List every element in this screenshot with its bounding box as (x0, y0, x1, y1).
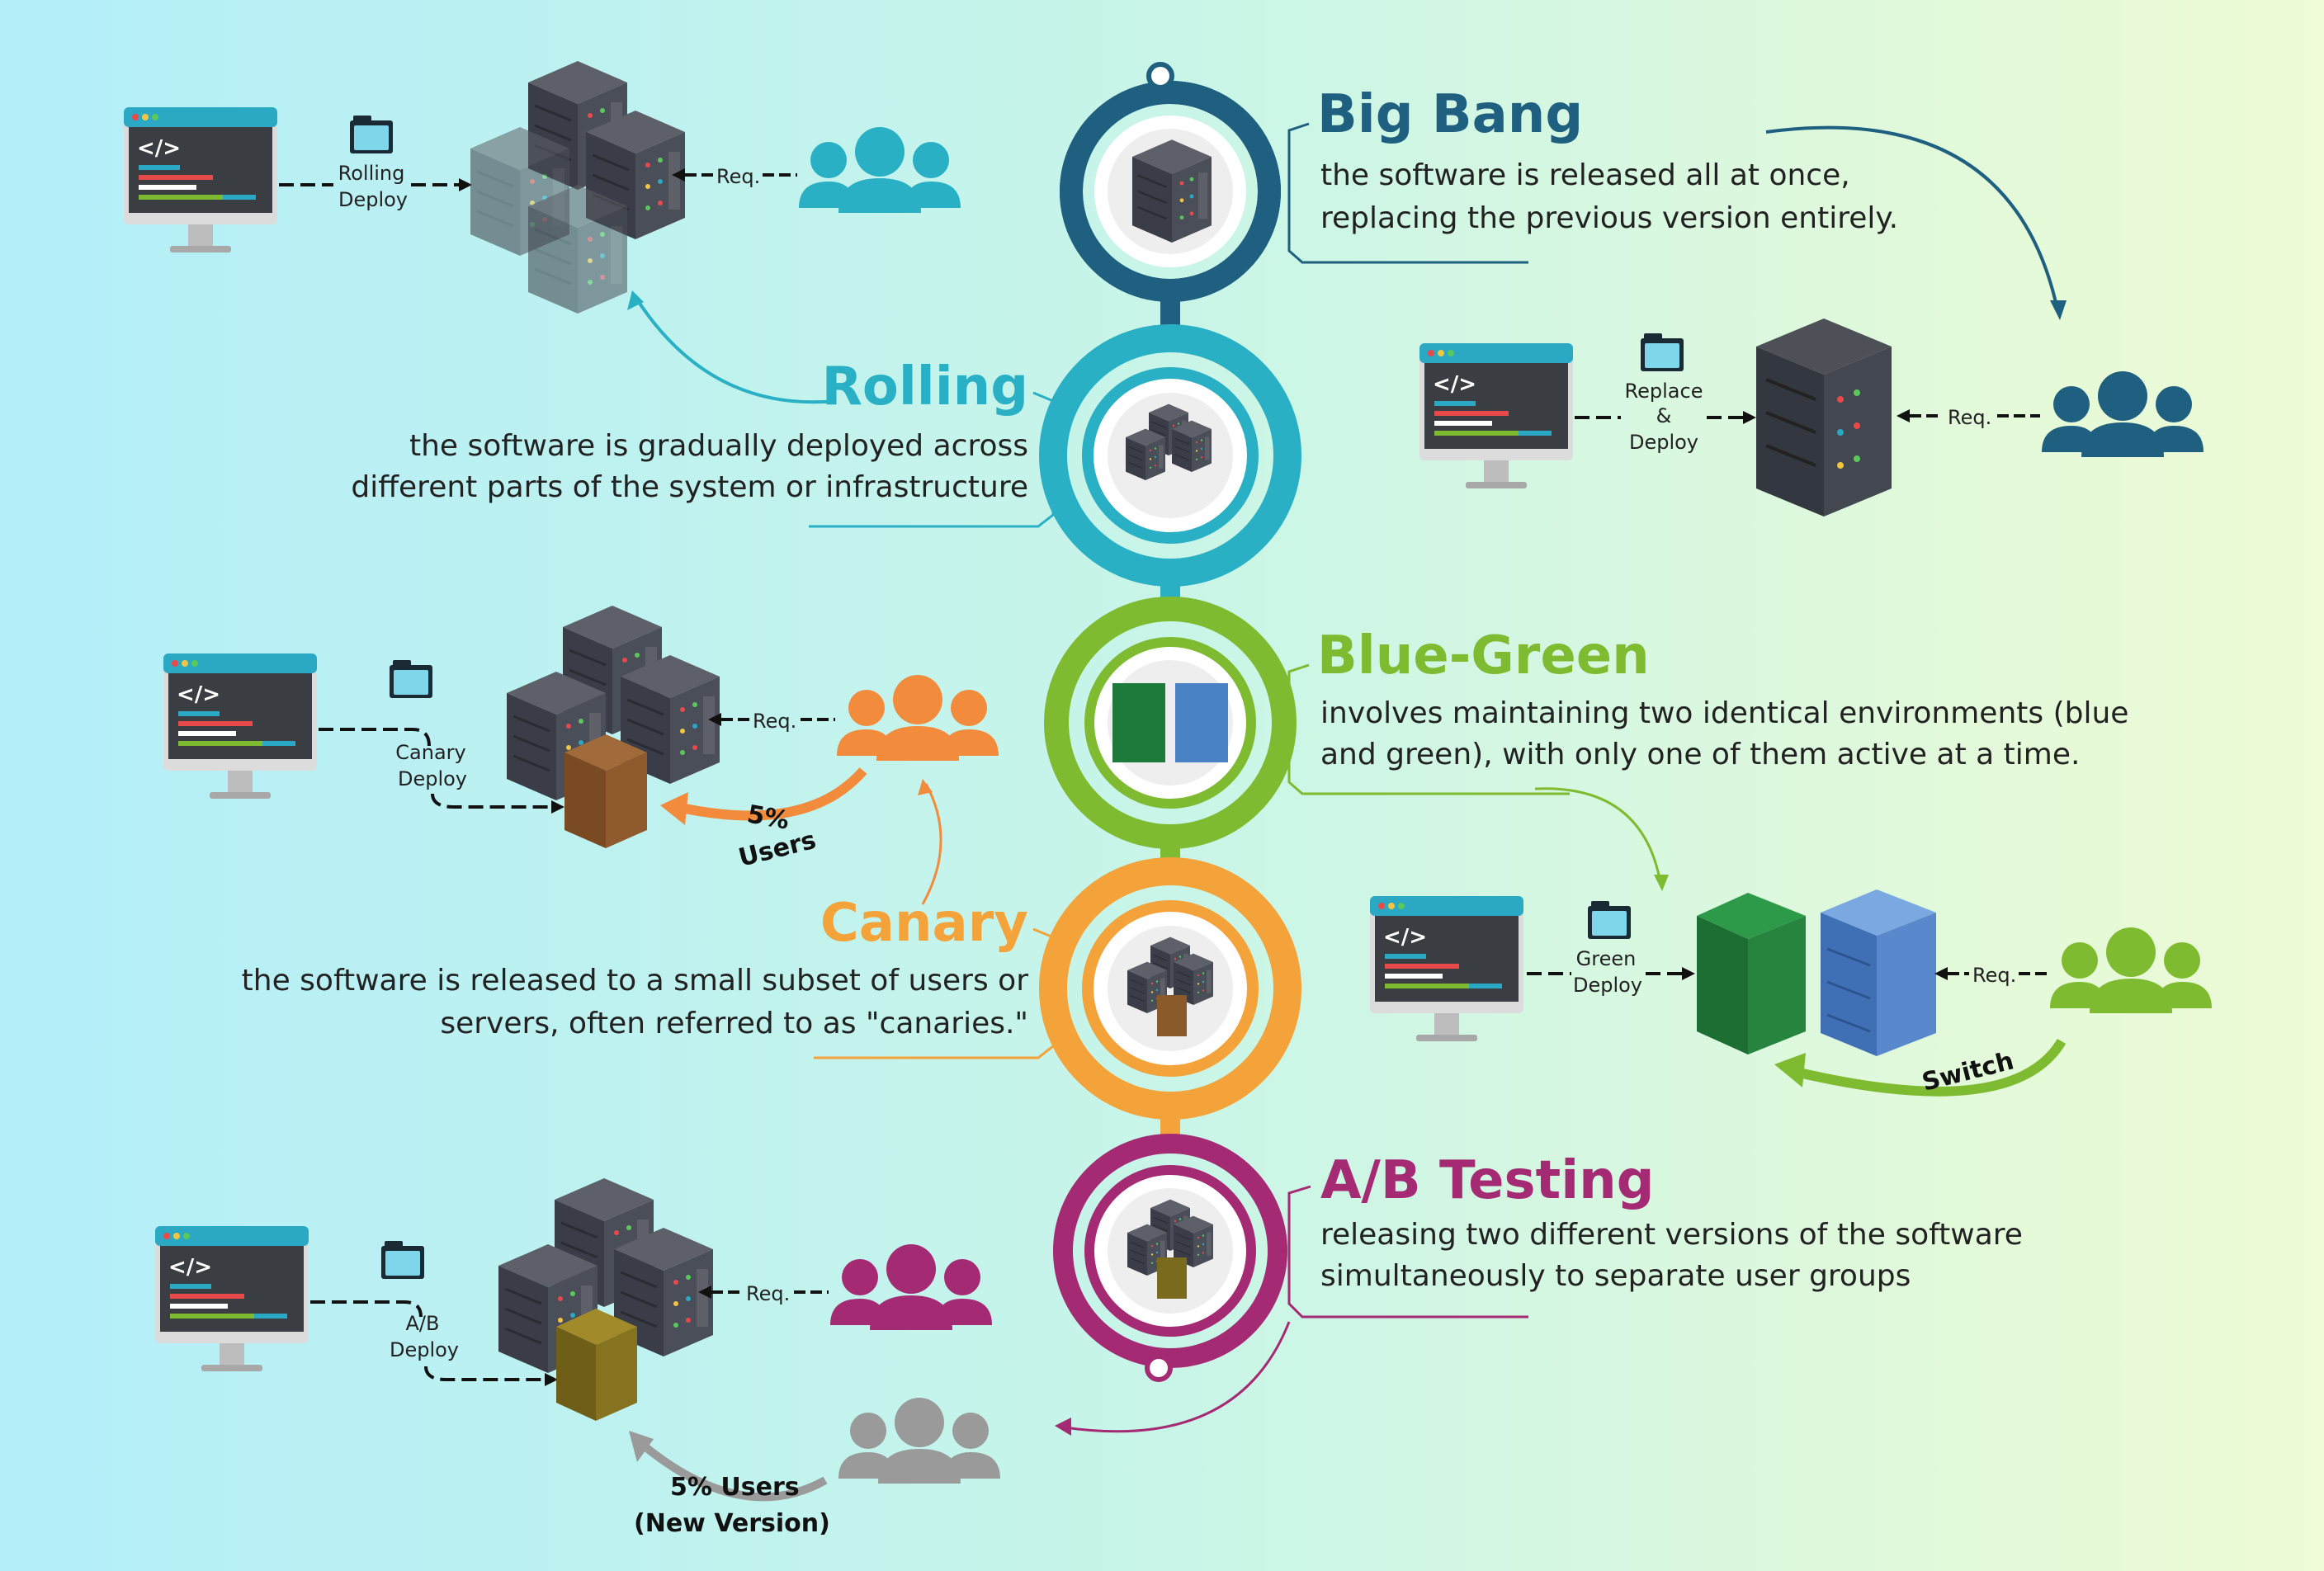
bigbang-deploy-label-line3: Deploy (1629, 431, 1698, 454)
canary-curve-arrow (921, 783, 942, 905)
canary-pct-line1: 5% (745, 800, 791, 835)
abtesting-desc-line1: releasing two different versions of the … (1320, 1218, 2023, 1252)
bigbang-deploy-label-line1: Replace (1625, 380, 1703, 403)
abtesting-deploy-label-line2: Deploy (390, 1338, 459, 1361)
bluegreen-center-servers-icon (1112, 683, 1228, 762)
canary-5pct-arrow (683, 767, 867, 821)
canary-section: Canary the software is released to a sma… (242, 893, 1055, 1059)
abtesting-desc-line2: simultaneously to separate user groups (1320, 1259, 1911, 1293)
bluegreen-diagram: Green Deploy Req. Switch (1370, 787, 2212, 1097)
abtesting-pct-line1: 5% Users (670, 1473, 800, 1502)
bluegreen-folder-icon (1588, 901, 1631, 939)
rolling-diagram: Rolling Deploy Req. (124, 59, 961, 404)
abtesting-req-label: Req. (746, 1282, 790, 1305)
bluegreen-deploy-label-line2: Deploy (1573, 974, 1642, 997)
bigbang-desc-line1: the software is released all at once, (1320, 158, 1850, 192)
abtesting-title: A/B Testing (1320, 1150, 1655, 1211)
bluegreen-switch-arrow (1797, 1038, 2067, 1097)
bluegreen-curve-arrow (1534, 787, 1662, 884)
bluegreen-blue-server-icon (1821, 889, 1936, 1056)
bigbang-deploy-label-line2: & (1656, 404, 1672, 427)
abtesting-servers-icon (497, 1177, 715, 1421)
bluegreen-desc-line1: involves maintaining two identical envir… (1320, 696, 2128, 730)
bigbang-section: Big Bang the software is released all at… (1287, 84, 1898, 264)
canary-deploy-label-line1: Canary (395, 741, 465, 764)
canary-deploy-label-line2: Deploy (398, 767, 467, 790)
canary-servers-icon (505, 604, 721, 848)
bigbang-diagram: Replace & Deploy Req. (1419, 125, 2204, 517)
rolling-req-label: Req. (716, 165, 760, 188)
canary-desc-line2: servers, often referred to as "canaries.… (440, 1007, 1028, 1040)
abtesting-5pct-arrow (640, 1442, 828, 1502)
abtesting-folder-icon (381, 1241, 424, 1279)
rolling-folder-icon (350, 116, 393, 153)
rolling-section: Rolling the software is gradually deploy… (351, 356, 1055, 528)
canary-req-label: Req. (753, 710, 796, 733)
bigbang-server-icon (1756, 318, 1892, 517)
bluegreen-desc-line2: and green), with only one of them active… (1320, 738, 2080, 771)
abtesting-section: A/B Testing releasing two different vers… (1287, 1150, 2023, 1319)
rolling-desc-line2: different parts of the system or infrast… (351, 470, 1028, 504)
bigbang-center-server-icon (1131, 138, 1213, 244)
abtesting-deploy-label-line1: A/B (406, 1312, 440, 1335)
bigbang-req-label: Req. (1948, 406, 1991, 429)
bluegreen-title: Blue-Green (1317, 625, 1650, 686)
timeline-spine (1039, 62, 1301, 1382)
bigbang-desc-line2: replacing the previous version entirely. (1320, 201, 1898, 235)
rolling-title: Rolling (822, 356, 1028, 418)
bluegreen-deploy-label-line1: Green (1576, 947, 1637, 970)
rolling-deploy-label-line2: Deploy (338, 188, 408, 211)
rolling-deploy-label-line1: Rolling (338, 162, 405, 185)
rolling-curve-arrow (634, 295, 836, 404)
rolling-desc-line1: the software is gradually deployed acros… (409, 429, 1028, 463)
canary-folder-icon (390, 660, 432, 698)
canary-center-servers-icon (1127, 936, 1214, 1036)
abtesting-curve-arrow (1064, 1321, 1291, 1433)
bluegreen-req-label: Req. (1972, 964, 2016, 987)
abtesting-center-servers-icon (1127, 1198, 1214, 1299)
bigbang-folder-icon (1641, 333, 1684, 371)
canary-desc-line1: the software is released to a small subs… (242, 964, 1029, 998)
abtesting-diagram: A/B Deploy Req. 5% Users (New Version) (155, 1177, 1291, 1538)
abtesting-pct-line2: (New Version) (634, 1509, 830, 1538)
bigbang-title: Big Bang (1317, 84, 1583, 145)
bigbang-curve-arrow (1765, 125, 2060, 314)
bluegreen-green-server-icon (1697, 893, 1806, 1054)
bluegreen-section: Blue-Green involves maintaining two iden… (1287, 625, 2128, 795)
